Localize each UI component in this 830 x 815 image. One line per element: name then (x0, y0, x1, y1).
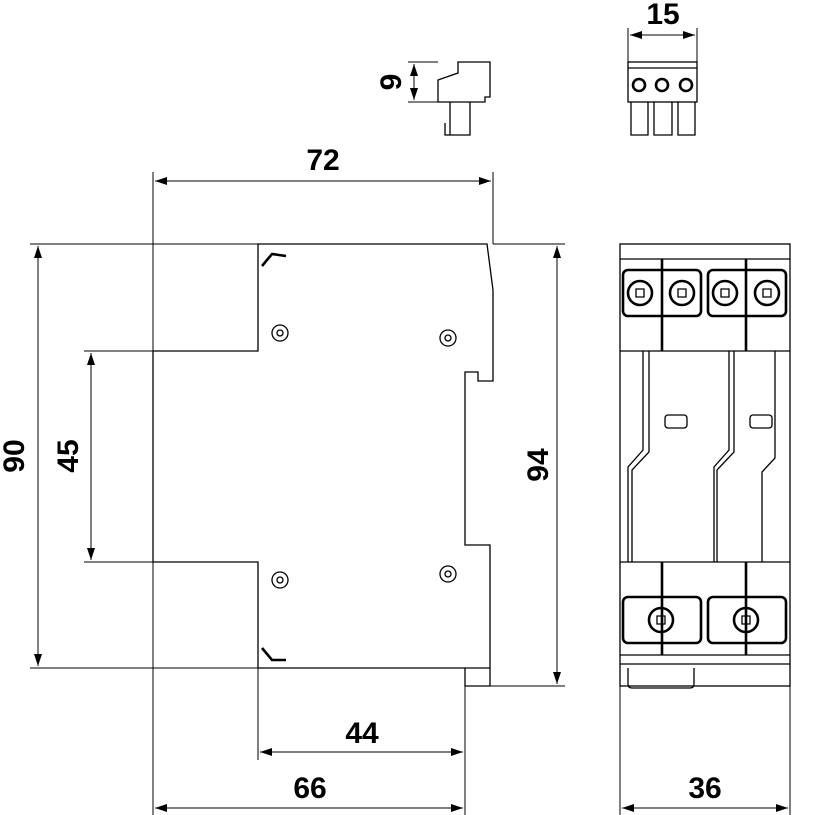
dim-label-90: 90 (0, 439, 31, 472)
dim-label-44: 44 (345, 717, 379, 750)
front-view (619, 243, 791, 689)
connector-side-view (437, 61, 491, 136)
side-view (152, 243, 494, 687)
mounting-hole-icon (271, 324, 457, 589)
dim-label-94: 94 (522, 448, 555, 482)
dim-label-9: 9 (375, 74, 408, 91)
dim-label-45: 45 (52, 439, 85, 472)
dim-label-72: 72 (306, 144, 339, 177)
dim-label-66: 66 (293, 772, 326, 805)
connector-front-view (627, 61, 698, 136)
dimension-lines (30, 28, 791, 815)
dim-label-36: 36 (688, 772, 721, 805)
screw-icon (626, 279, 781, 634)
dim-label-15: 15 (646, 0, 679, 31)
